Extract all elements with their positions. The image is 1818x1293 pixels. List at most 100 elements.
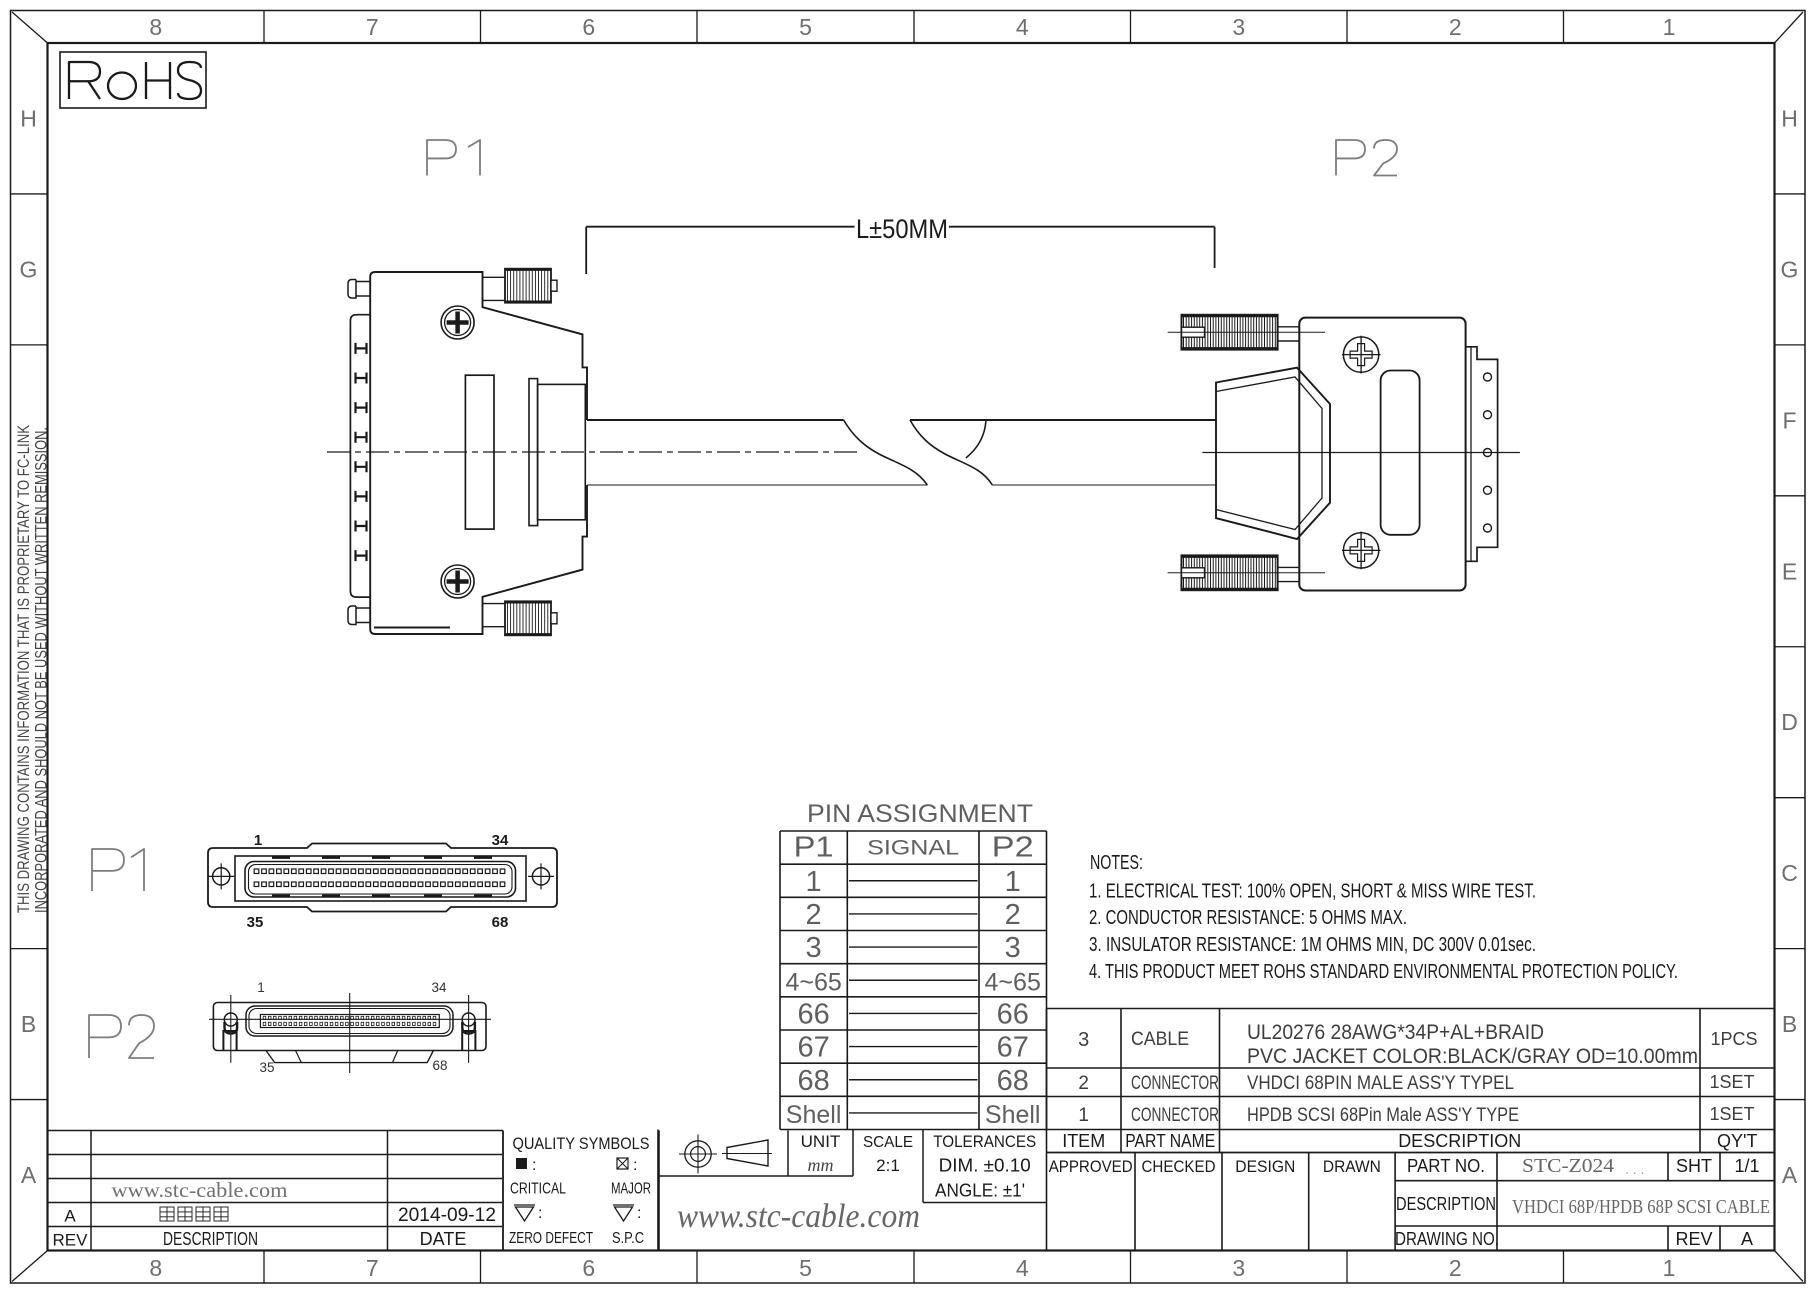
svg-text:4~65: 4~65	[985, 968, 1041, 996]
svg-text:QY'T: QY'T	[1717, 1131, 1757, 1151]
svg-text:G: G	[1781, 256, 1799, 282]
svg-text:1PCS: 1PCS	[1710, 1029, 1757, 1049]
svg-text:8: 8	[149, 14, 162, 40]
svg-text:SHT: SHT	[1676, 1156, 1712, 1176]
svg-text:A: A	[21, 1162, 37, 1188]
svg-text:3: 3	[1078, 1029, 1089, 1051]
svg-text:2:1: 2:1	[876, 1156, 900, 1175]
svg-text:5: 5	[799, 14, 812, 40]
svg-text:6: 6	[582, 1255, 595, 1281]
svg-text:VHDCI 68P/HPDB 68P SCSI CABLE: VHDCI 68P/HPDB 68P SCSI CABLE	[1512, 1196, 1770, 1218]
svg-text:D: D	[1781, 709, 1798, 735]
svg-text:REV: REV	[1675, 1229, 1712, 1249]
svg-text:DESCRIPTION: DESCRIPTION	[163, 1229, 258, 1249]
svg-text:B: B	[21, 1011, 36, 1037]
svg-text:C: C	[1781, 860, 1798, 886]
svg-text:7: 7	[366, 14, 379, 40]
svg-text:1: 1	[806, 866, 822, 898]
svg-text:DESCRIPTION: DESCRIPTION	[1398, 1131, 1521, 1151]
svg-text:3: 3	[1232, 1255, 1245, 1281]
svg-text:H: H	[20, 105, 37, 131]
svg-text:CHECKED: CHECKED	[1142, 1157, 1216, 1176]
svg-text:68: 68	[997, 1065, 1029, 1097]
svg-text:DATE: DATE	[420, 1229, 467, 1249]
svg-text:2014-09-12: 2014-09-12	[398, 1205, 496, 1226]
svg-text:UNIT: UNIT	[801, 1132, 841, 1151]
svg-text:4: 4	[1016, 14, 1029, 40]
svg-text:www.stc-cable.com: www.stc-cable.com	[112, 1178, 288, 1202]
svg-text:VHDCI 68PIN MALE ASS'Y TYPEL: VHDCI 68PIN MALE ASS'Y TYPEL	[1247, 1073, 1514, 1094]
svg-text:E: E	[1782, 558, 1797, 584]
svg-text:3: 3	[1005, 932, 1021, 964]
svg-text:1: 1	[1078, 1105, 1089, 1126]
svg-text:TOLERANCES: TOLERANCES	[933, 1132, 1036, 1151]
svg-text:G: G	[20, 256, 38, 282]
svg-text:2: 2	[806, 899, 822, 931]
svg-text:Shell: Shell	[985, 1101, 1041, 1129]
svg-text:2: 2	[1449, 1255, 1462, 1281]
svg-text:1: 1	[254, 832, 262, 849]
svg-text:A: A	[64, 1207, 76, 1226]
svg-text:2: 2	[1005, 899, 1021, 931]
svg-text:2. CONDUCTOR RESISTANCE: 5 OHM: 2. CONDUCTOR RESISTANCE: 5 OHMS MAX.	[1089, 907, 1407, 929]
svg-text:6: 6	[582, 14, 595, 40]
svg-text:REV: REV	[53, 1231, 89, 1250]
svg-text:66: 66	[997, 998, 1029, 1030]
svg-text:67: 67	[797, 1032, 829, 1064]
svg-text:1: 1	[1663, 14, 1676, 40]
svg-text:HPDB SCSI 68Pin Male ASS'Y TYP: HPDB SCSI 68Pin Male ASS'Y TYPE	[1247, 1105, 1519, 1126]
svg-text:34: 34	[492, 832, 509, 849]
svg-text::: :	[633, 1157, 637, 1174]
svg-text:66: 66	[797, 998, 829, 1030]
svg-text:2: 2	[1449, 14, 1462, 40]
svg-text::: :	[637, 1205, 641, 1222]
svg-text:mm: mm	[808, 1155, 834, 1175]
svg-text:P2: P2	[992, 832, 1034, 864]
svg-text:34: 34	[431, 980, 447, 995]
svg-text:1SET: 1SET	[1709, 1104, 1754, 1124]
svg-text:1. ELECTRICAL TEST: 100% OPEN: 1. ELECTRICAL TEST: 100% OPEN, SHORT & M…	[1089, 881, 1536, 903]
svg-text:THIS DRAWING CONTAINS INFORMAT: THIS DRAWING CONTAINS INFORMATION THAT I…	[15, 425, 33, 913]
svg-text:2: 2	[1078, 1073, 1089, 1094]
svg-text:DRAWING NO.: DRAWING NO.	[1395, 1229, 1499, 1249]
svg-text:CONNECTOR: CONNECTOR	[1131, 1073, 1219, 1094]
svg-text:4~65: 4~65	[785, 968, 841, 996]
svg-text:1: 1	[257, 980, 265, 995]
svg-text:68: 68	[797, 1065, 829, 1097]
svg-text:7: 7	[366, 1255, 379, 1281]
svg-text:3. INSULATOR RESISTANCE: 1M OH: 3. INSULATOR RESISTANCE: 1M OHMS MIN, DC…	[1089, 934, 1536, 956]
svg-text:S.P.C: S.P.C	[612, 1230, 644, 1247]
svg-text:UL20276 28AWG*34P+AL+BRAID: UL20276 28AWG*34P+AL+BRAID	[1247, 1021, 1544, 1044]
svg-text:PART NAME: PART NAME	[1125, 1131, 1215, 1151]
svg-text:H: H	[1781, 105, 1798, 131]
svg-text:ITEM: ITEM	[1062, 1131, 1105, 1151]
svg-text:CONNECTOR: CONNECTOR	[1131, 1105, 1219, 1126]
svg-text:4. THIS PRODUCT MEET ROHS STAN: 4. THIS PRODUCT MEET ROHS STANDARD ENVIR…	[1089, 961, 1678, 983]
svg-text:INCORPORATED AND SHOULD NOT BE: INCORPORATED AND SHOULD NOT BE USED WITH…	[32, 427, 50, 913]
svg-text:35: 35	[247, 914, 264, 931]
svg-text::: :	[532, 1157, 536, 1174]
svg-text:CABLE: CABLE	[1131, 1029, 1189, 1050]
svg-text:. . .: . . .	[1625, 1161, 1644, 1177]
svg-text:8: 8	[149, 1255, 162, 1281]
svg-text:1: 1	[1005, 866, 1021, 898]
svg-text:3: 3	[1232, 14, 1245, 40]
svg-text:DESCRIPTION: DESCRIPTION	[1396, 1194, 1496, 1214]
svg-text:1: 1	[1663, 1255, 1676, 1281]
svg-text:PART NO.: PART NO.	[1407, 1156, 1485, 1176]
svg-text::: :	[538, 1205, 542, 1222]
svg-text:B: B	[1782, 1011, 1797, 1037]
svg-text:1/1: 1/1	[1734, 1156, 1759, 1176]
svg-text:DESIGN: DESIGN	[1235, 1157, 1295, 1176]
svg-text:ANGLE: ±1': ANGLE: ±1'	[935, 1181, 1025, 1201]
svg-text:68: 68	[432, 1058, 447, 1073]
svg-text:MAJOR: MAJOR	[611, 1181, 651, 1198]
svg-text:4: 4	[1016, 1255, 1029, 1281]
svg-text:SIGNAL: SIGNAL	[867, 837, 959, 860]
svg-text:35: 35	[259, 1060, 274, 1075]
svg-text:F: F	[1782, 407, 1796, 433]
svg-text:A: A	[1741, 1229, 1753, 1249]
svg-text:PVC JACKET COLOR:BLACK/GRAY OD: PVC JACKET COLOR:BLACK/GRAY OD=10.00mm	[1247, 1045, 1698, 1068]
svg-text:68: 68	[492, 914, 509, 931]
svg-text:Shell: Shell	[786, 1101, 842, 1129]
